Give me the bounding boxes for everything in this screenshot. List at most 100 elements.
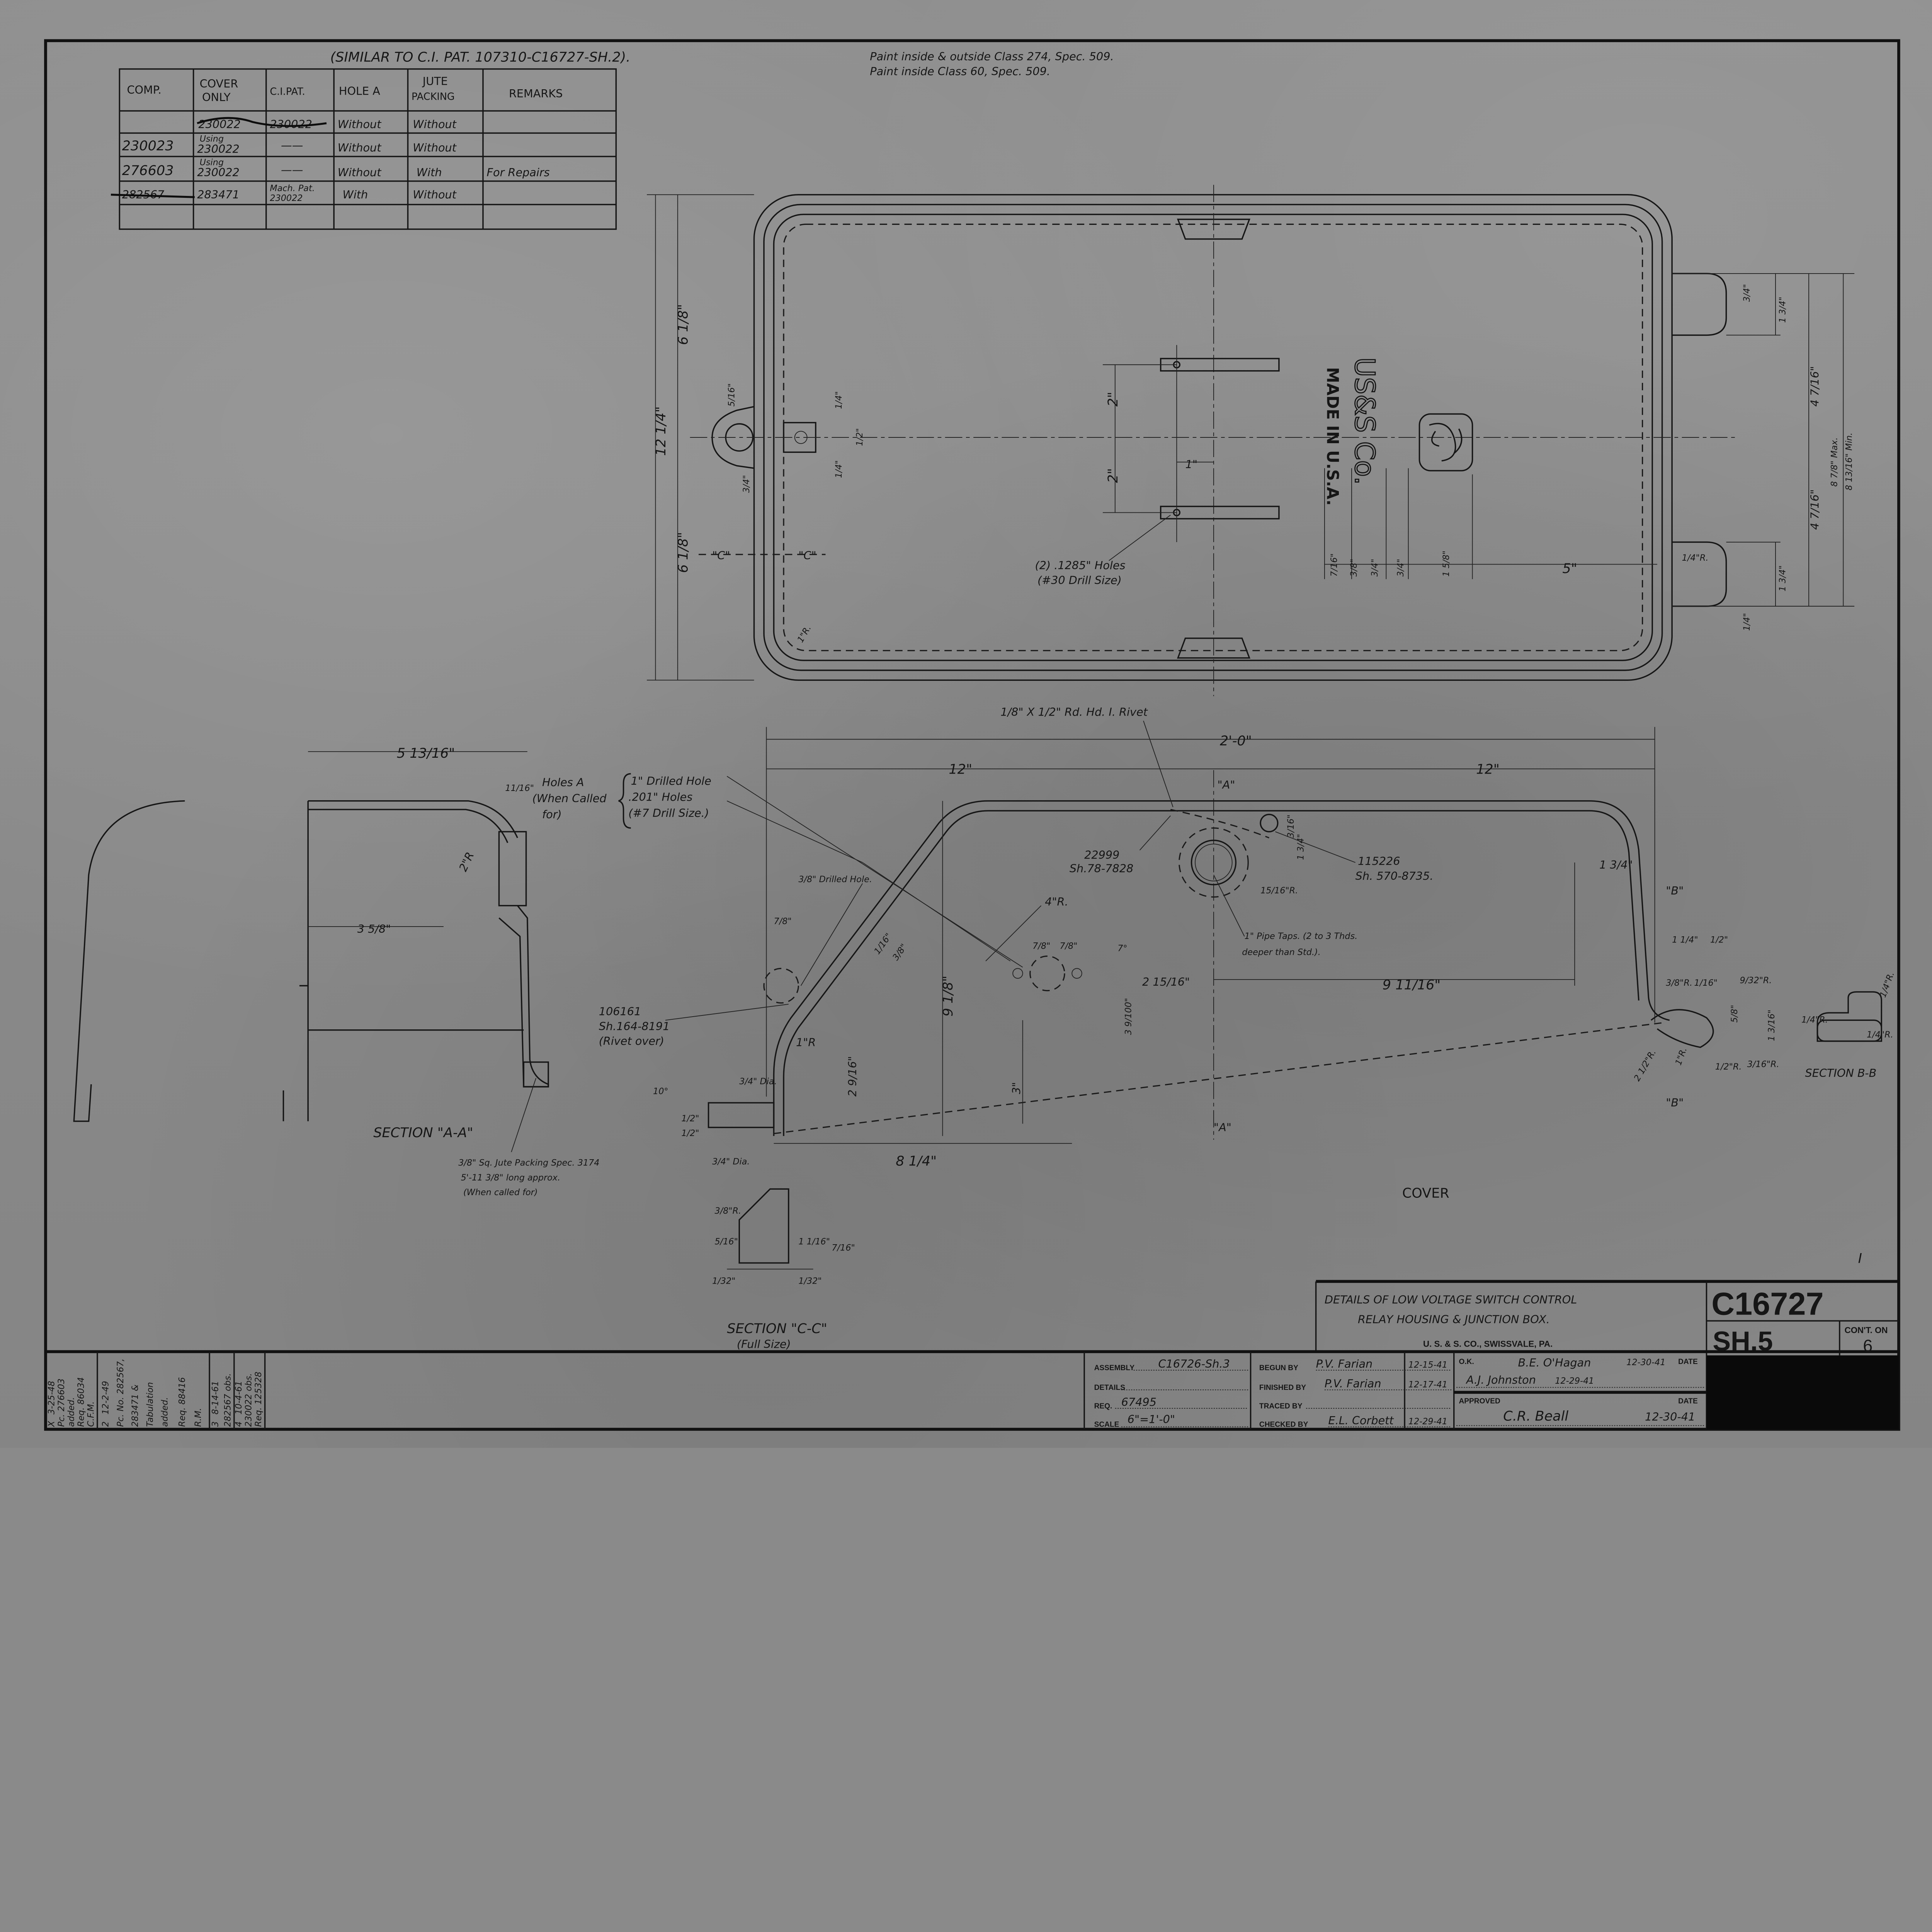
date-label: DATE — [1678, 1358, 1698, 1366]
cell-ci-pat: —— — [281, 163, 303, 177]
dim-label: 1"R. — [1673, 1046, 1689, 1066]
rivet-note: 1/8" X 1/2" Rd. Hd. I. Rivet — [1000, 706, 1148, 719]
company-name: U. S. & S. CO., SWISSVALE, PA. — [1423, 1339, 1553, 1349]
dim-label: 7/16" — [1329, 553, 1339, 577]
cell-jute: Without — [413, 141, 457, 154]
part-sheet: Sh. 570-8735. — [1355, 869, 1434, 883]
dim-label: 5/8" — [1730, 1005, 1740, 1022]
dim-label: 3/4" — [1396, 559, 1406, 577]
plan-view: "C" "C" 2" 2" 1" (2) .1285" Holes (#30 D… — [647, 185, 1855, 696]
revision-text: 12-2-49 — [101, 1381, 111, 1415]
dim-label: 1/2" — [681, 1128, 699, 1138]
dim-label: 1/4"R. — [1878, 970, 1896, 999]
dim-label: 3/8" — [1349, 559, 1359, 577]
holes-a-detail: 1" Drilled Hole — [631, 774, 711, 787]
dim-label: 2 15/16" — [1142, 975, 1190, 988]
drawing-title: RELAY HOUSING & JUNCTION BOX. — [1358, 1313, 1550, 1326]
dim-label: 1 3/4" — [1599, 858, 1633, 871]
section-a-mark: "A" — [1214, 1121, 1231, 1134]
section-c-mark: "C" — [798, 549, 816, 562]
similar-note: (SIMILAR TO C.I. PAT. 107310-C16727-SH.2… — [330, 49, 631, 65]
revision-entry: X 3-25-48 Pc. 276603 added. Req. 86034 C… — [46, 1377, 96, 1427]
black-box — [1706, 1355, 1899, 1429]
part-number: 106161 — [599, 1005, 641, 1018]
dim-label: 1/4"R. — [1867, 1030, 1893, 1040]
rivet-over-note: (Rivet over) — [599, 1034, 664, 1048]
col-header-comp: COMP. — [127, 83, 161, 96]
dim-label: 1/4" — [834, 460, 844, 478]
mounting-tab — [1672, 541, 1727, 607]
approved-signature: C.R. Beall — [1503, 1408, 1568, 1424]
jute-note: 3/8" Sq. Jute Packing Spec. 3174 — [458, 1158, 599, 1168]
req-label: REQ. — [1094, 1402, 1112, 1410]
dim-label: 5/16" — [727, 383, 737, 406]
dim-label: 3 9/100" — [1123, 998, 1133, 1035]
cell-hole-a: Without — [338, 141, 382, 154]
col-header-only: ONLY — [202, 90, 231, 104]
dim-label: 10° — [653, 1087, 668, 1097]
slot — [1160, 505, 1280, 520]
table-row: 230022 230022 Without Without — [197, 117, 457, 131]
cell-hole-a: Without — [338, 118, 382, 131]
jute-note: (When called for) — [463, 1187, 538, 1197]
dim-label: 8 13/16" Min. — [1844, 432, 1854, 490]
checked-by-signature: E.L. Corbett — [1328, 1414, 1394, 1427]
holes-a-detail: .201" Holes — [628, 791, 692, 804]
drilled-hole-note: 3/8" Drilled Hole. — [798, 874, 872, 884]
dim-label: 6 1/8" — [675, 532, 691, 573]
dim-label: 3/8"R. — [1666, 978, 1692, 988]
cell-cover: 283471 — [197, 188, 240, 201]
dim-label: 5" — [1562, 561, 1577, 577]
holes-a-note: for) — [542, 808, 562, 821]
table-row: 282567 283471 Mach. Pat. 230022 With Wit… — [111, 183, 457, 203]
section-title: SECTION B-B — [1805, 1066, 1877, 1080]
dim-label: 1/4"R. — [1801, 1015, 1828, 1025]
cell-cover: 230022 — [197, 142, 240, 155]
dim-label: 1/32" — [712, 1276, 735, 1286]
strikethrough — [111, 194, 195, 198]
dim-label: 11/16" — [505, 783, 534, 793]
lug — [1177, 218, 1250, 240]
cell-ci-pat: 230022 — [270, 118, 312, 131]
details-label: DETAILS — [1094, 1384, 1126, 1392]
dim-label: 1/16" — [1694, 978, 1718, 988]
mounting-tab — [1672, 273, 1727, 336]
dim-label: 9 11/16" — [1383, 977, 1441, 993]
revision-text: 10-4-61 — [234, 1381, 244, 1415]
dim-label: 1/2" — [855, 428, 865, 446]
continued-on-label: CON'T. ON — [1845, 1325, 1888, 1335]
dim-label: 3/16"R. — [1747, 1059, 1779, 1069]
req-value: 67495 — [1121, 1395, 1156, 1408]
cell-cover-note: Using — [200, 157, 224, 167]
revision-text: 230022 obs. — [244, 1373, 254, 1427]
dim-label: 1 3/4" — [1778, 565, 1788, 591]
dim-label: 2"R — [456, 850, 477, 874]
slot — [1160, 358, 1280, 372]
sheet-number: SH.5 — [1713, 1326, 1773, 1356]
dim-label: 1/4" — [834, 391, 844, 409]
cell-jute: With — [417, 166, 442, 179]
revision-text: Tabulation — [145, 1382, 155, 1427]
part-number: 22999 — [1084, 849, 1119, 862]
dim-label: 3/4" Dia. — [712, 1156, 750, 1167]
jute-note: 5'-11 3/8" long approx. — [461, 1173, 561, 1183]
traced-by-label: TRACED BY — [1259, 1402, 1303, 1410]
tabulation-table: COMP. COVER ONLY C.I.PAT. HOLE A JUTE PA… — [111, 68, 617, 230]
dim-label: 8 7/8" Max. — [1829, 437, 1839, 487]
assembly-label: ASSEMBLY — [1094, 1364, 1135, 1372]
strikethrough — [197, 117, 327, 127]
revision-block: X 3-25-48 Pc. 276603 added. Req. 86034 C… — [46, 1352, 266, 1429]
dim-label: 1 1/4" — [1672, 935, 1698, 945]
engineering-drawing-sheet: (SIMILAR TO C.I. PAT. 107310-C16727-SH.2… — [0, 0, 1932, 1448]
revision-entry: 2 12-2-49 Pc. No. 282567, 283471 & Tabul… — [101, 1359, 203, 1427]
dim-label: 7/8" — [1032, 941, 1050, 951]
begun-by-label: BEGUN BY — [1259, 1364, 1298, 1372]
drawing-canvas: (SIMILAR TO C.I. PAT. 107310-C16727-SH.2… — [44, 39, 1900, 1431]
dim-label: 2 9/16" — [846, 1056, 859, 1097]
continued-on-sheet: 6 — [1863, 1337, 1872, 1355]
dim-label: 3/4" — [742, 475, 752, 493]
section-b-b: 1/4"R. 1/4"R. 1/4"R. SECTION B-B — [1801, 970, 1896, 1080]
section-a-mark: "A" — [1217, 778, 1235, 791]
revision-text: Req. 125328 — [253, 1372, 264, 1427]
cell-hole-a: Without — [338, 166, 382, 179]
